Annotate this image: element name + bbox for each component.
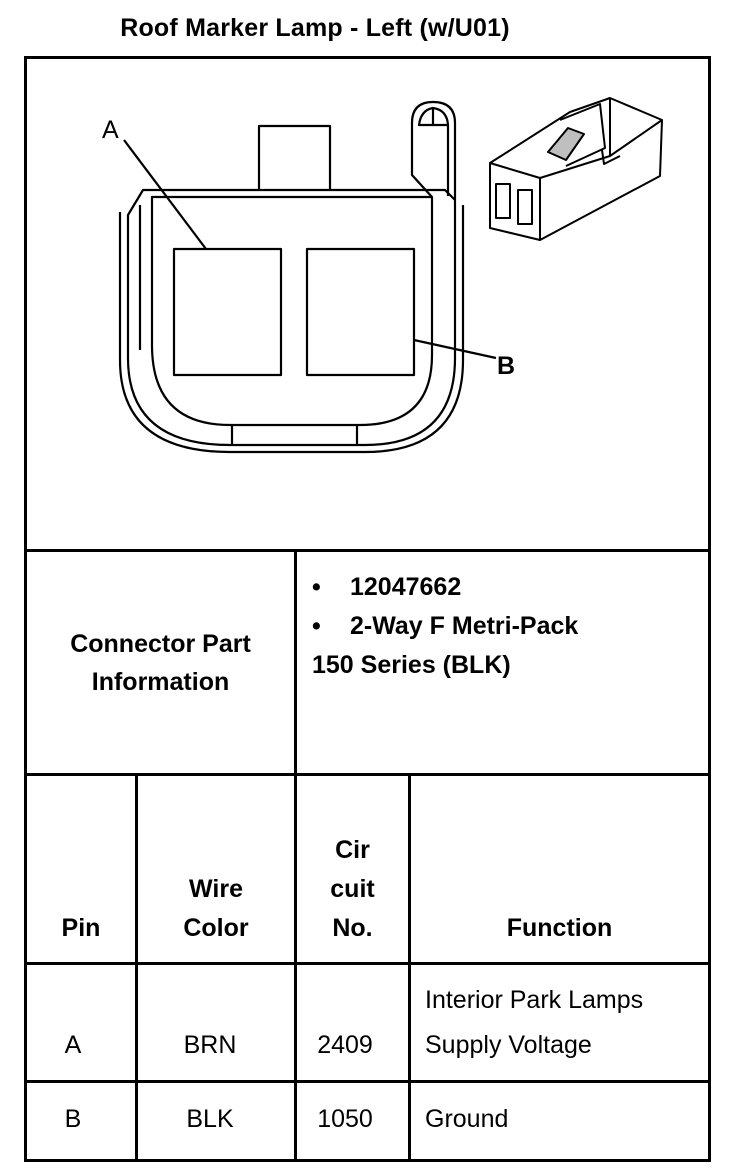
connector-diagram xyxy=(118,97,663,454)
row-a-function: Interior Park Lamps Supply Voltage xyxy=(425,978,705,1068)
header-pin: Pin xyxy=(27,909,135,948)
row-a-circuit: 2409 xyxy=(317,1031,373,1059)
header-circuit-line2: cuit xyxy=(330,875,375,903)
connector-part-number: 12047662 xyxy=(350,573,462,601)
connector-table-frame xyxy=(24,56,711,1162)
list-item: • 2-Way F Metri-Pack xyxy=(312,607,578,646)
divider-diagram-bottom xyxy=(24,549,711,552)
cavity-a xyxy=(172,247,283,377)
divider-info-vertical xyxy=(294,549,297,776)
diagram-label-a: A xyxy=(102,116,119,144)
row-a-pin: A xyxy=(64,1031,82,1059)
cavity-b xyxy=(305,247,416,377)
connector-part-info-values: • 12047662 • 2-Way F Metri-Pack 150 Seri… xyxy=(312,568,578,685)
header-function-label: Function xyxy=(506,914,613,942)
divider-col-pin xyxy=(135,773,138,1160)
diagram-label-b: B xyxy=(497,352,516,380)
connector-inner-face xyxy=(150,195,434,427)
connector-3d-icon xyxy=(489,97,663,241)
row-b-function: Ground xyxy=(425,1105,509,1133)
connector-lock-post xyxy=(410,100,457,200)
connector-latch-tab xyxy=(257,124,332,190)
row-a-function-line2: Supply Voltage xyxy=(425,1031,592,1059)
connector-outer-body xyxy=(126,188,457,447)
divider-row-a-bottom xyxy=(24,1080,711,1083)
list-item: • 12047662 xyxy=(312,568,578,607)
connector-series: 150 Series (BLK) xyxy=(312,651,511,679)
header-wire-line1: Wire xyxy=(189,875,243,903)
leader-line-b xyxy=(413,338,497,360)
page-title: Roof Marker Lamp - Left (w/U01) xyxy=(120,14,510,42)
header-circuit-line3: No. xyxy=(332,914,373,942)
connector-label-line2: Information xyxy=(91,668,230,696)
header-circuit-line1: Cir xyxy=(335,836,370,864)
bullet-icon: • xyxy=(312,573,321,601)
header-function: Function xyxy=(411,909,708,948)
row-a-wire-color: BRN xyxy=(183,1031,237,1059)
row-b-pin: B xyxy=(64,1105,82,1133)
header-wire-line2: Color xyxy=(183,914,249,942)
connector-description: 2-Way F Metri-Pack xyxy=(350,612,579,640)
divider-col-circuit xyxy=(408,773,411,1160)
row-a-function-line1: Interior Park Lamps xyxy=(425,986,644,1014)
connector-part-info-label: Connector Part Information xyxy=(27,553,294,773)
bullet-icon: • xyxy=(312,612,321,640)
header-circuit-no: Cir cuit No. xyxy=(297,831,408,948)
row-b-wire-color: BLK xyxy=(186,1105,234,1133)
divider-header-bottom xyxy=(24,962,711,965)
divider-info-bottom xyxy=(24,773,711,776)
leader-line-a xyxy=(123,139,207,250)
divider-col-wire xyxy=(294,773,297,1160)
connector-label-line1: Connector Part xyxy=(70,630,251,658)
header-wire-color: Wire Color xyxy=(138,870,294,948)
header-pin-label: Pin xyxy=(61,914,101,942)
row-b-circuit: 1050 xyxy=(317,1105,373,1133)
